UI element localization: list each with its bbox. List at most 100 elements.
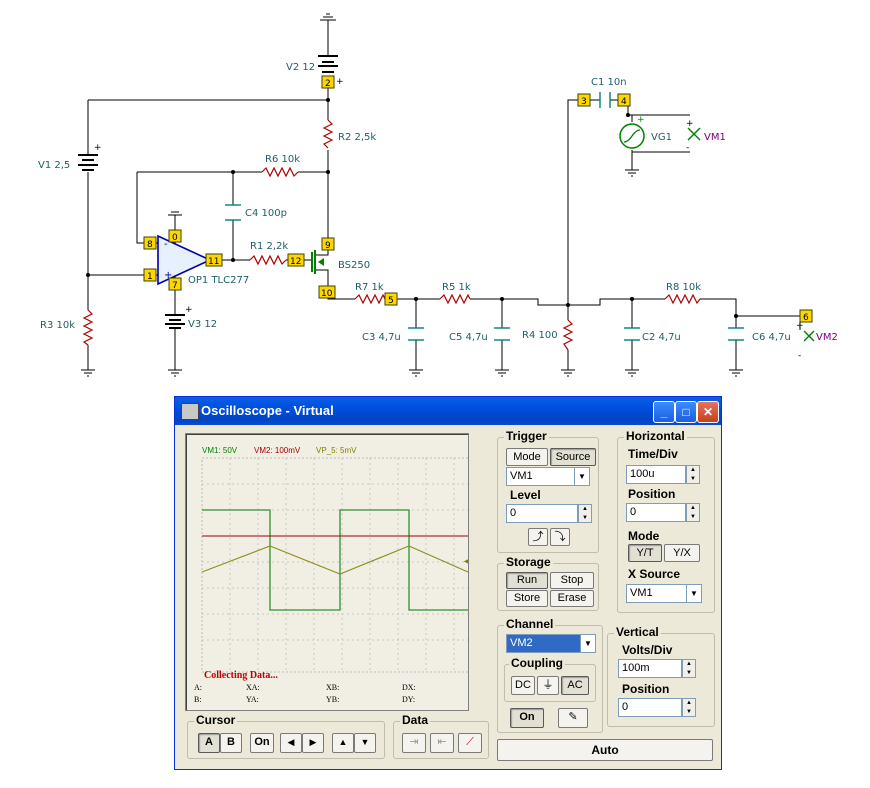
trigger-title: Trigger xyxy=(504,429,549,443)
vertical-title: Vertical xyxy=(614,625,661,639)
x-source-dropdown-icon[interactable]: ▼ xyxy=(686,584,702,603)
r5-label: R5 1k xyxy=(442,282,471,293)
minimize-button[interactable]: _ xyxy=(653,401,675,423)
mode-yx-button[interactable]: Y/X xyxy=(664,544,700,562)
vm1-label: VM1 xyxy=(704,132,726,143)
cursor-dx-readout: DX: xyxy=(402,683,416,692)
cursor-left-icon[interactable]: ◀ xyxy=(280,733,302,753)
r1-label: R1 2,2k xyxy=(250,241,288,252)
svg-text:10: 10 xyxy=(321,289,333,299)
r2-label: R2 2,5k xyxy=(338,132,376,143)
cursor-xb-readout: XB: xyxy=(326,683,340,692)
svg-text:+: + xyxy=(185,305,193,315)
cursor-right-icon[interactable]: ▶ xyxy=(302,733,324,753)
storage-store-button[interactable]: Store xyxy=(506,590,548,607)
bs250-mosfet xyxy=(311,250,324,274)
r8-label: R8 10k xyxy=(666,282,701,293)
storage-stop-button[interactable]: Stop xyxy=(550,572,594,589)
volts-div-spinner[interactable]: ▲▼ xyxy=(682,659,696,678)
coupling-dc-button[interactable]: DC xyxy=(511,676,535,695)
node-4: 4 xyxy=(617,93,631,107)
cursor-a-button[interactable]: A xyxy=(198,733,220,753)
svg-text:5: 5 xyxy=(388,296,394,306)
node-6: 6 xyxy=(799,309,813,323)
trigger-group: Trigger Mode Source VM1 ▼ Level 0 ▲▼ ⤴ ⤵ xyxy=(497,429,599,553)
c1-capacitor xyxy=(599,92,611,108)
storage-run-button[interactable]: Run xyxy=(506,572,548,589)
node-12: 12 xyxy=(287,253,305,267)
svg-text:-: - xyxy=(686,143,689,153)
horizontal-group: Horizontal Time/Div 100u ▲▼ Position 0 ▲… xyxy=(617,429,715,613)
r7-label: R7 1k xyxy=(355,282,384,293)
svg-text:1: 1 xyxy=(147,272,153,282)
vertical-position-spinner[interactable]: ▲▼ xyxy=(682,698,696,717)
channel-vp5-label: VP_5: 5mV xyxy=(316,446,357,455)
trigger-source-select[interactable]: VM1 xyxy=(506,467,590,486)
mode-yt-button[interactable]: Y/T xyxy=(628,544,662,562)
maximize-button[interactable]: □ xyxy=(675,401,697,423)
cursor-down-icon[interactable]: ▼ xyxy=(354,733,376,753)
coupling-ground-icon[interactable]: ⏚ xyxy=(537,676,559,695)
channel-select[interactable]: VM2 xyxy=(506,634,594,653)
time-div-input[interactable]: 100u xyxy=(626,465,686,484)
data-graph-icon[interactable]: ⟋ xyxy=(458,733,482,753)
volts-div-input[interactable]: 100m xyxy=(618,659,682,678)
svg-text:+: + xyxy=(686,119,694,129)
oscilloscope-app-icon xyxy=(181,403,199,420)
channel-on-button[interactable]: On xyxy=(510,708,544,728)
op1-label: OP1 TLC277 xyxy=(188,275,249,286)
v1-battery: V1 2,5 xyxy=(38,154,98,171)
ground-op-icon xyxy=(168,211,182,216)
svg-text:◄: ◄ xyxy=(462,556,468,566)
time-div-label: Time/Div xyxy=(628,447,678,461)
channel-dropdown-icon[interactable]: ▼ xyxy=(580,634,596,653)
vertical-position-label: Position xyxy=(622,682,670,696)
ground-icons xyxy=(81,169,743,377)
trigger-falling-edge-icon[interactable]: ⤵ xyxy=(550,528,570,546)
waveform-vp5-triangle xyxy=(201,545,468,575)
storage-erase-button[interactable]: Erase xyxy=(550,590,594,607)
trigger-level-spinner[interactable]: ▲▼ xyxy=(578,504,592,523)
trigger-source-button[interactable]: Source xyxy=(550,448,596,466)
cursor-xa-readout: XA: xyxy=(246,683,260,692)
trigger-source-dropdown-icon[interactable]: ▼ xyxy=(574,467,590,486)
trigger-mode-button[interactable]: Mode xyxy=(506,448,548,466)
trigger-rising-edge-icon[interactable]: ⤴ xyxy=(528,528,548,546)
close-button[interactable]: ✕ xyxy=(697,401,719,423)
data-group: Data ⇥ ⇤ ⟋ xyxy=(393,713,489,759)
coupling-ac-button[interactable]: AC xyxy=(561,676,589,695)
vertical-position-input[interactable]: 0 xyxy=(618,698,682,717)
oscilloscope-window: Oscilloscope - Virtual _ □ ✕ VM1: 50V VM… xyxy=(174,396,722,770)
horizontal-position-input[interactable]: 0 xyxy=(626,503,686,522)
auto-button[interactable]: Auto xyxy=(497,739,713,761)
cursor-b-button[interactable]: B xyxy=(220,733,242,753)
svg-text:6: 6 xyxy=(803,313,809,323)
svg-text:+: + xyxy=(94,143,102,153)
cursor-up-icon[interactable]: ▲ xyxy=(332,733,354,753)
vm2-probe-icon xyxy=(803,330,815,342)
junctions xyxy=(86,98,738,318)
title-bar[interactable]: Oscilloscope - Virtual _ □ ✕ xyxy=(175,397,721,425)
time-div-spinner[interactable]: ▲▼ xyxy=(686,465,700,484)
vertical-group: Vertical Volts/Div 100m ▲▼ Position 0 ▲▼ xyxy=(607,625,715,727)
cursor-on-button[interactable]: On xyxy=(250,733,274,753)
r8-resistor xyxy=(664,293,701,305)
horizontal-position-spinner[interactable]: ▲▼ xyxy=(686,503,700,522)
node-8: 8 xyxy=(143,236,157,250)
node-2: 2 xyxy=(321,75,335,89)
channel-title: Channel xyxy=(504,617,556,631)
c6-label: C6 4,7u xyxy=(752,332,791,343)
node-11: 11 xyxy=(205,253,223,267)
data-export-icon[interactable]: ⇤ xyxy=(430,733,454,753)
scope-plot: ◄ xyxy=(201,457,468,673)
c6-capacitor xyxy=(728,327,744,341)
data-import-icon[interactable]: ⇥ xyxy=(402,733,426,753)
trigger-level-input[interactable]: 0 xyxy=(506,504,578,523)
scope-screen[interactable]: VM1: 50V VM2: 100mV VP_5: 5mV ◄ xyxy=(185,433,469,711)
r4-resistor xyxy=(562,319,574,351)
vg1-generator xyxy=(619,123,645,149)
svg-text:3: 3 xyxy=(581,97,587,107)
x-source-select[interactable]: VM1 xyxy=(626,584,702,603)
r1-resistor xyxy=(249,254,287,266)
probe-color-icon[interactable]: ✎ xyxy=(558,708,588,728)
